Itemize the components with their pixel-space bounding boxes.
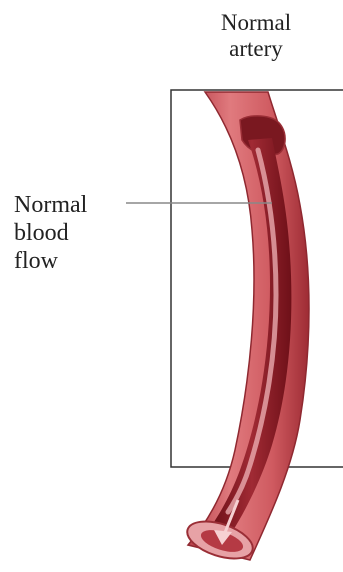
artery-illustration [0, 0, 343, 572]
artery-diagram: Normal artery Normal blood flow [0, 0, 343, 572]
